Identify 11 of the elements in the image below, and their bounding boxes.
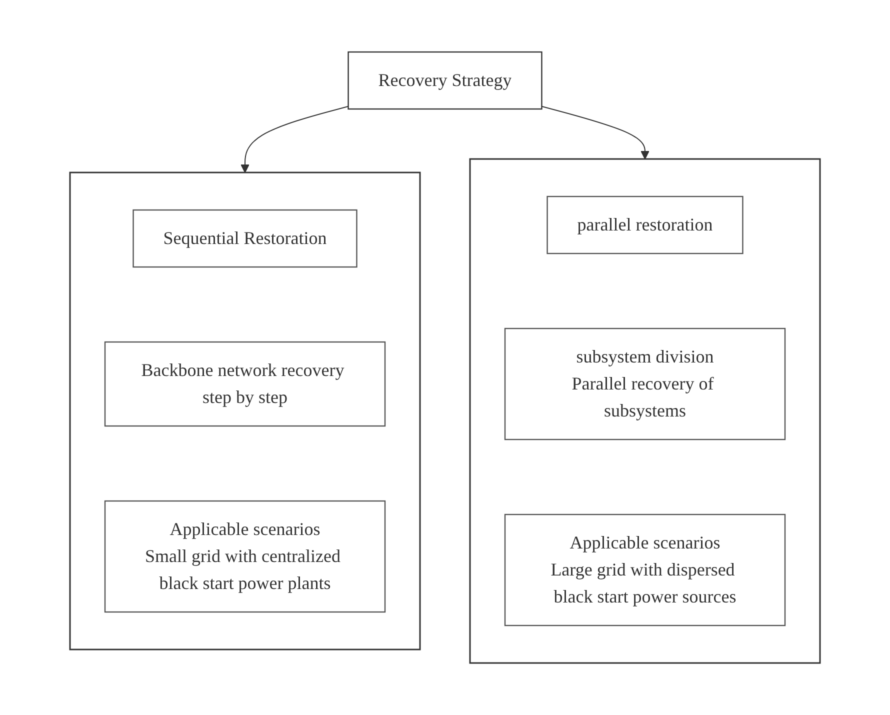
arrow bbox=[240, 106, 349, 173]
cluster bbox=[469, 158, 821, 664]
node-box: Recovery Strategy bbox=[348, 51, 542, 110]
node-box: Applicable scenarios Small grid with centralized black start power plants bbox=[104, 500, 386, 613]
cluster bbox=[69, 172, 421, 650]
node-box: subsystem division Parallel recovery of subsystems bbox=[504, 328, 786, 440]
arrow bbox=[541, 106, 650, 160]
node-box: parallel restoration bbox=[546, 196, 744, 254]
node-box: Backbone network recovery step by step bbox=[104, 341, 386, 427]
node-box: Applicable scenarios Large grid with dispersed black start power sources bbox=[504, 514, 786, 626]
node-box: Sequential Restoration bbox=[132, 209, 358, 268]
